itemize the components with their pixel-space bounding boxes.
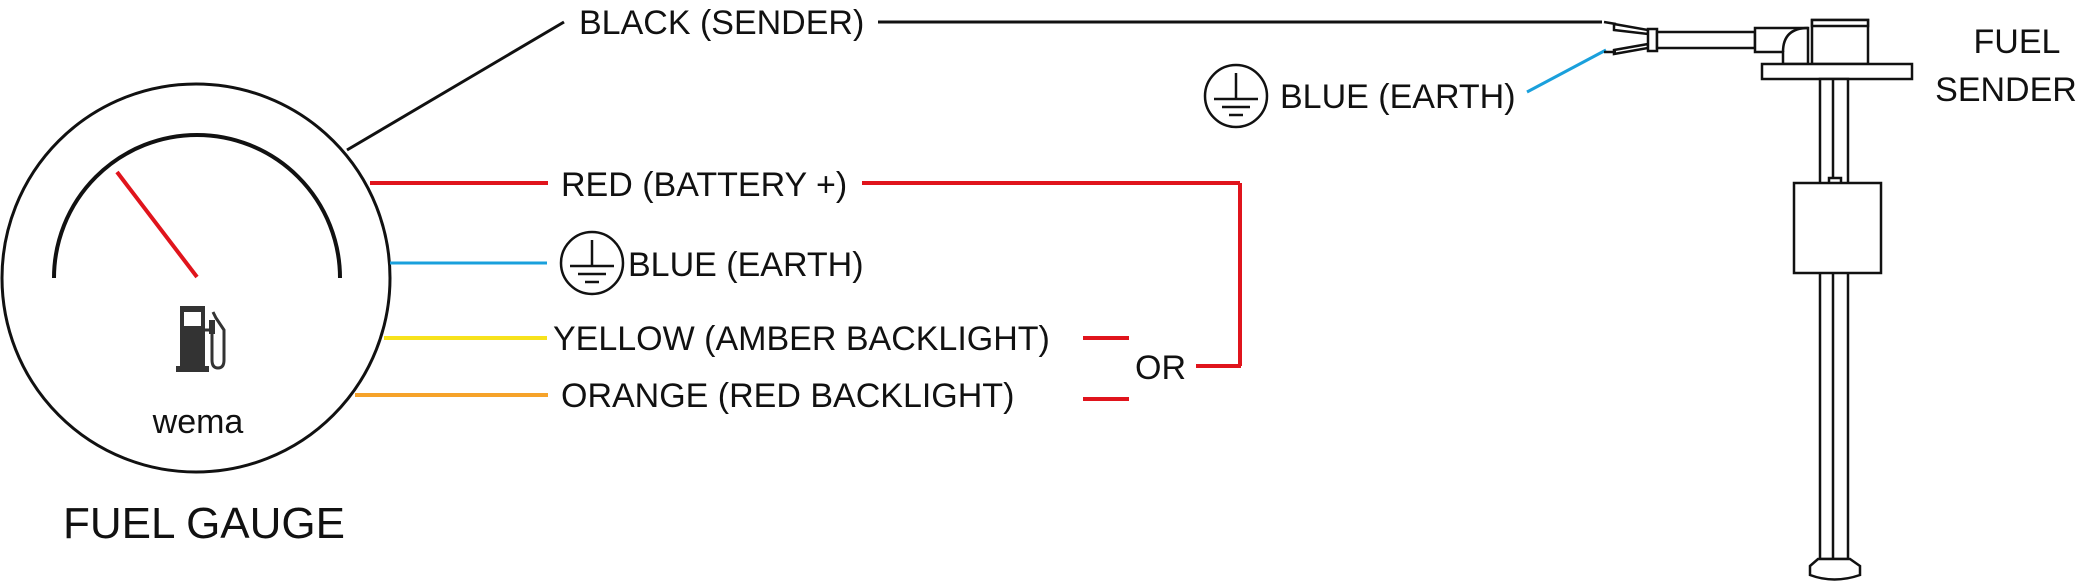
label-red-battery: RED (BATTERY +) <box>561 166 847 204</box>
gauge-dial-arc <box>52 133 342 279</box>
label-fuel-sender-line2: SENDER <box>1935 71 2077 109</box>
fuel-gauge: wema <box>0 82 392 474</box>
sender-flange <box>1760 62 1914 81</box>
gauge-title: FUEL GAUGE <box>63 499 345 548</box>
sender-cable <box>1655 30 1757 50</box>
label-blue-earth-gauge: BLUE (EARTH) <box>628 246 864 284</box>
label-yellow-amber: YELLOW (AMBER BACKLIGHT) <box>553 320 1050 358</box>
label-orange-red: ORANGE (RED BACKLIGHT) <box>561 377 1014 415</box>
sender-elbow <box>1753 26 1810 66</box>
wire-black-gauge <box>346 20 565 152</box>
label-fuel-sender-line1: FUEL <box>1974 23 2061 61</box>
ground-symbol-sender-icon <box>1203 63 1269 129</box>
gauge-bezel <box>0 82 392 474</box>
sender-terminal-bottom <box>1612 42 1650 56</box>
gauge-needle <box>115 170 199 279</box>
wire-blue-sender <box>1526 48 1607 94</box>
sender-float <box>1792 181 1883 275</box>
fuel-pump-icon <box>176 306 226 372</box>
gauge-brand: wema <box>152 403 244 441</box>
ground-symbol-icon <box>559 230 625 296</box>
sender-connector <box>1646 27 1659 53</box>
label-blue-earth-sender: BLUE (EARTH) <box>1280 78 1516 116</box>
label-black-sender: BLACK (SENDER) <box>579 4 864 42</box>
fuel-sender-unit <box>1603 18 1914 581</box>
sender-foot <box>1808 557 1862 581</box>
label-or: OR <box>1135 349 1186 387</box>
sender-terminal-top <box>1612 22 1650 36</box>
